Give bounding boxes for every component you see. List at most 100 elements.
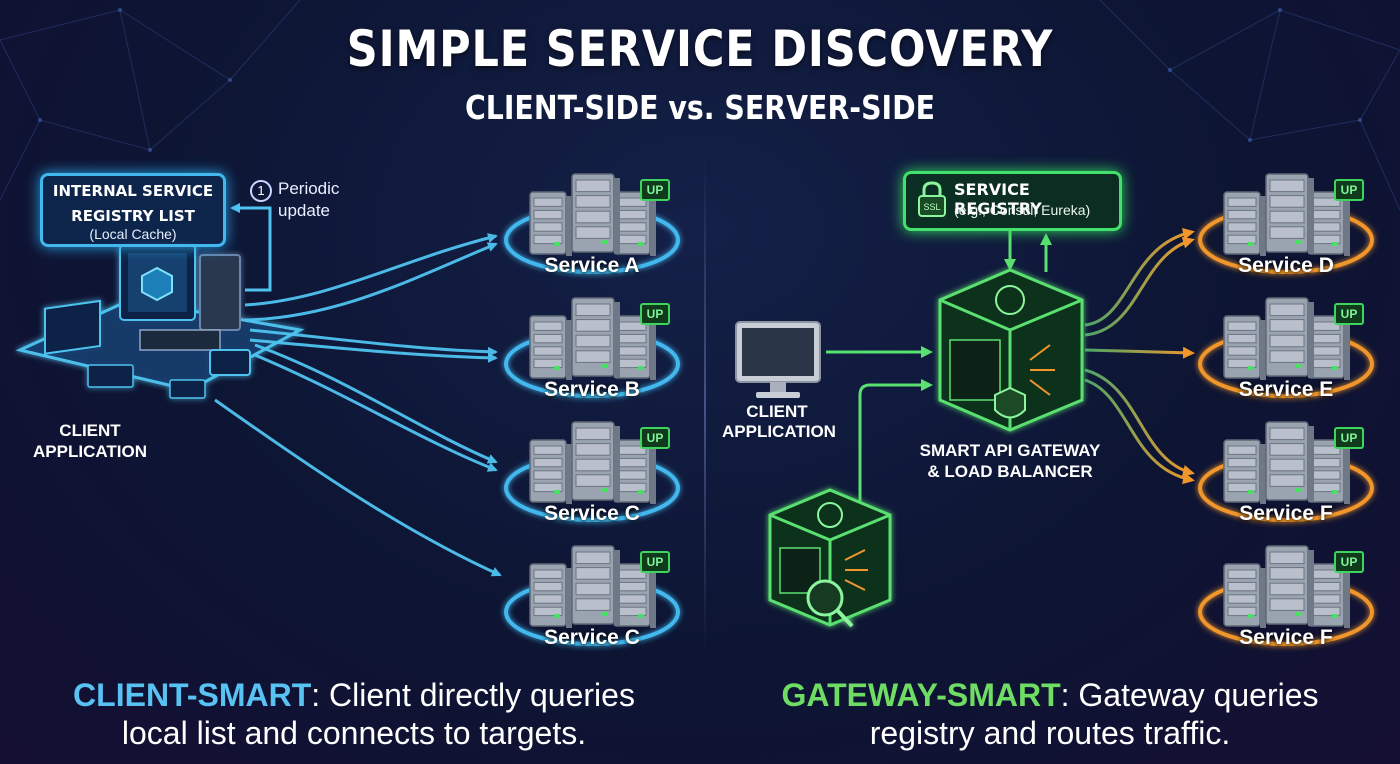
service-b-server-rack-icon	[613, 315, 656, 380]
arrow-to-service-b-2	[249, 338, 498, 363]
periodic-update-line1: Periodic	[278, 179, 340, 198]
service-c-2-server-rack-icon	[571, 545, 620, 626]
service-label-e: Service E	[1238, 378, 1334, 401]
gateway-instance-icon	[768, 488, 892, 628]
route-to-service-d	[1084, 227, 1195, 327]
service-a-server-rack-icon	[571, 173, 620, 254]
lock-icon: SSL	[918, 181, 946, 217]
service-b-server-rack-icon	[529, 315, 572, 380]
up-badge-c-2: UP	[640, 551, 670, 573]
client-monitor-icon	[735, 321, 821, 398]
periodic-update-line2: update	[278, 201, 330, 220]
service-b-server-rack-icon	[571, 297, 620, 378]
gateway-connections	[826, 228, 1052, 505]
service-b-cluster	[504, 297, 680, 398]
arrow-to-service-c	[254, 343, 498, 464]
route-to-service-f	[1084, 368, 1195, 477]
service-e-cluster	[1198, 297, 1374, 398]
service-e-server-rack-icon	[1223, 315, 1266, 380]
left-caption-line2: local list and connects to targets.	[121, 715, 587, 751]
left-client-label: CLIENT APPLICATION	[30, 420, 150, 462]
gateway-label-line2: & LOAD BALANCER	[927, 462, 1093, 481]
up-badge-e: UP	[1334, 303, 1364, 325]
route-to-service-e	[1084, 346, 1195, 359]
right-client-label-line1: CLIENT	[746, 402, 808, 421]
service-f-server-rack-icon	[1265, 421, 1314, 502]
service-c-2-server-rack-icon	[529, 563, 572, 628]
service-f-2-server-rack-icon	[1307, 563, 1350, 628]
service-a-cluster	[504, 173, 680, 274]
service-f-server-rack-icon	[1223, 439, 1266, 504]
arrow-to-service-b	[249, 328, 498, 357]
service-d-server-rack-icon	[1265, 173, 1314, 254]
service-a-server-rack-icon	[529, 191, 572, 256]
service-c-server-rack-icon	[613, 439, 656, 504]
up-badge-f: UP	[1334, 427, 1364, 449]
left-client-label-line1: CLIENT	[59, 421, 121, 440]
service-registry-title: SERVICE REGISTRY	[954, 180, 1042, 218]
service-c-2-server-rack-icon	[613, 563, 656, 628]
left-caption-highlight: CLIENT-SMART	[73, 677, 312, 713]
page-subtitle: CLIENT-SIDE vs. SERVER-SIDE	[464, 88, 936, 127]
service-c-server-rack-icon	[529, 439, 572, 504]
up-badge-d: UP	[1334, 179, 1364, 201]
left-caption-line1: CLIENT-SMART: Client directly queries	[34, 676, 674, 714]
service-label-f: Service F	[1239, 502, 1333, 525]
arrow-to-service-c-lower	[214, 398, 502, 577]
right-client-label: CLIENT APPLICATION	[722, 402, 836, 442]
service-d-server-rack-icon	[1307, 191, 1350, 256]
service-d-server-rack-icon	[1223, 191, 1266, 256]
route-to-service-d-2	[1084, 236, 1195, 337]
right-caption-line1: GATEWAY-SMART: Gateway queries	[730, 676, 1370, 714]
service-label-f-2: Service F	[1239, 626, 1333, 649]
service-c-cluster	[504, 421, 680, 522]
arrow-to-service-c-2	[254, 353, 498, 472]
service-f-2-server-rack-icon	[1265, 545, 1314, 626]
page-title: SIMPLE SERVICE DISCOVERY	[346, 20, 1054, 78]
service-c-2-cluster	[504, 545, 680, 646]
service-registry-examples: (e.g., Consul, Eureka)	[954, 202, 1091, 218]
center-divider	[704, 155, 706, 655]
service-label-d: Service D	[1238, 254, 1334, 277]
gateway-label-line1: SMART API GATEWAY	[919, 441, 1101, 460]
periodic-update-arrow	[230, 203, 272, 292]
route-to-service-f-2	[1084, 378, 1195, 485]
arrow-to-service-a-2	[244, 242, 498, 322]
up-badge-c: UP	[640, 427, 670, 449]
service-label-c-2: Service C	[544, 626, 640, 649]
up-badge-f-2: UP	[1334, 551, 1364, 573]
service-f-2-cluster	[1198, 545, 1374, 646]
service-label-b: Service B	[544, 378, 640, 401]
left-client-label-line2: APPLICATION	[33, 442, 147, 461]
gateway-label: SMART API GATEWAY & LOAD BALANCER	[905, 440, 1115, 482]
left-caption-rest: : Client directly queries	[311, 677, 635, 713]
service-f-2-server-rack-icon	[1223, 563, 1266, 628]
service-registry-box: SSL SERVICE REGISTRY (e.g., Consul, Eure…	[903, 171, 1122, 231]
local-cache-title-1: INTERNAL SERVICE	[52, 182, 214, 200]
service-c-server-rack-icon	[571, 421, 620, 502]
right-caption-rest: : Gateway queries	[1060, 677, 1319, 713]
secondary-to-gateway-arrow	[858, 379, 933, 505]
service-f-cluster	[1198, 421, 1374, 522]
up-badge-b: UP	[640, 303, 670, 325]
service-a-server-rack-icon	[613, 191, 656, 256]
right-caption-line2: registry and routes traffic.	[869, 715, 1231, 751]
service-label-c: Service C	[544, 502, 640, 525]
local-cache-subtitle: (Local Cache)	[89, 226, 177, 242]
arrow-to-service-a	[244, 233, 498, 307]
step-number: 1	[250, 180, 272, 202]
service-e-server-rack-icon	[1265, 297, 1314, 378]
gateway-routes	[1084, 227, 1195, 485]
service-f-server-rack-icon	[1307, 439, 1350, 504]
local-cache-title-2: REGISTRY LIST	[71, 207, 195, 225]
up-badge-a: UP	[640, 179, 670, 201]
right-caption-highlight: GATEWAY-SMART	[781, 677, 1061, 713]
registry-ssl-text: SSL	[923, 202, 940, 212]
client-workstation-icon	[15, 244, 305, 399]
client-connections	[214, 233, 502, 577]
service-d-cluster	[1198, 173, 1374, 274]
right-client-label-line2: APPLICATION	[722, 422, 836, 441]
service-e-server-rack-icon	[1307, 315, 1350, 380]
